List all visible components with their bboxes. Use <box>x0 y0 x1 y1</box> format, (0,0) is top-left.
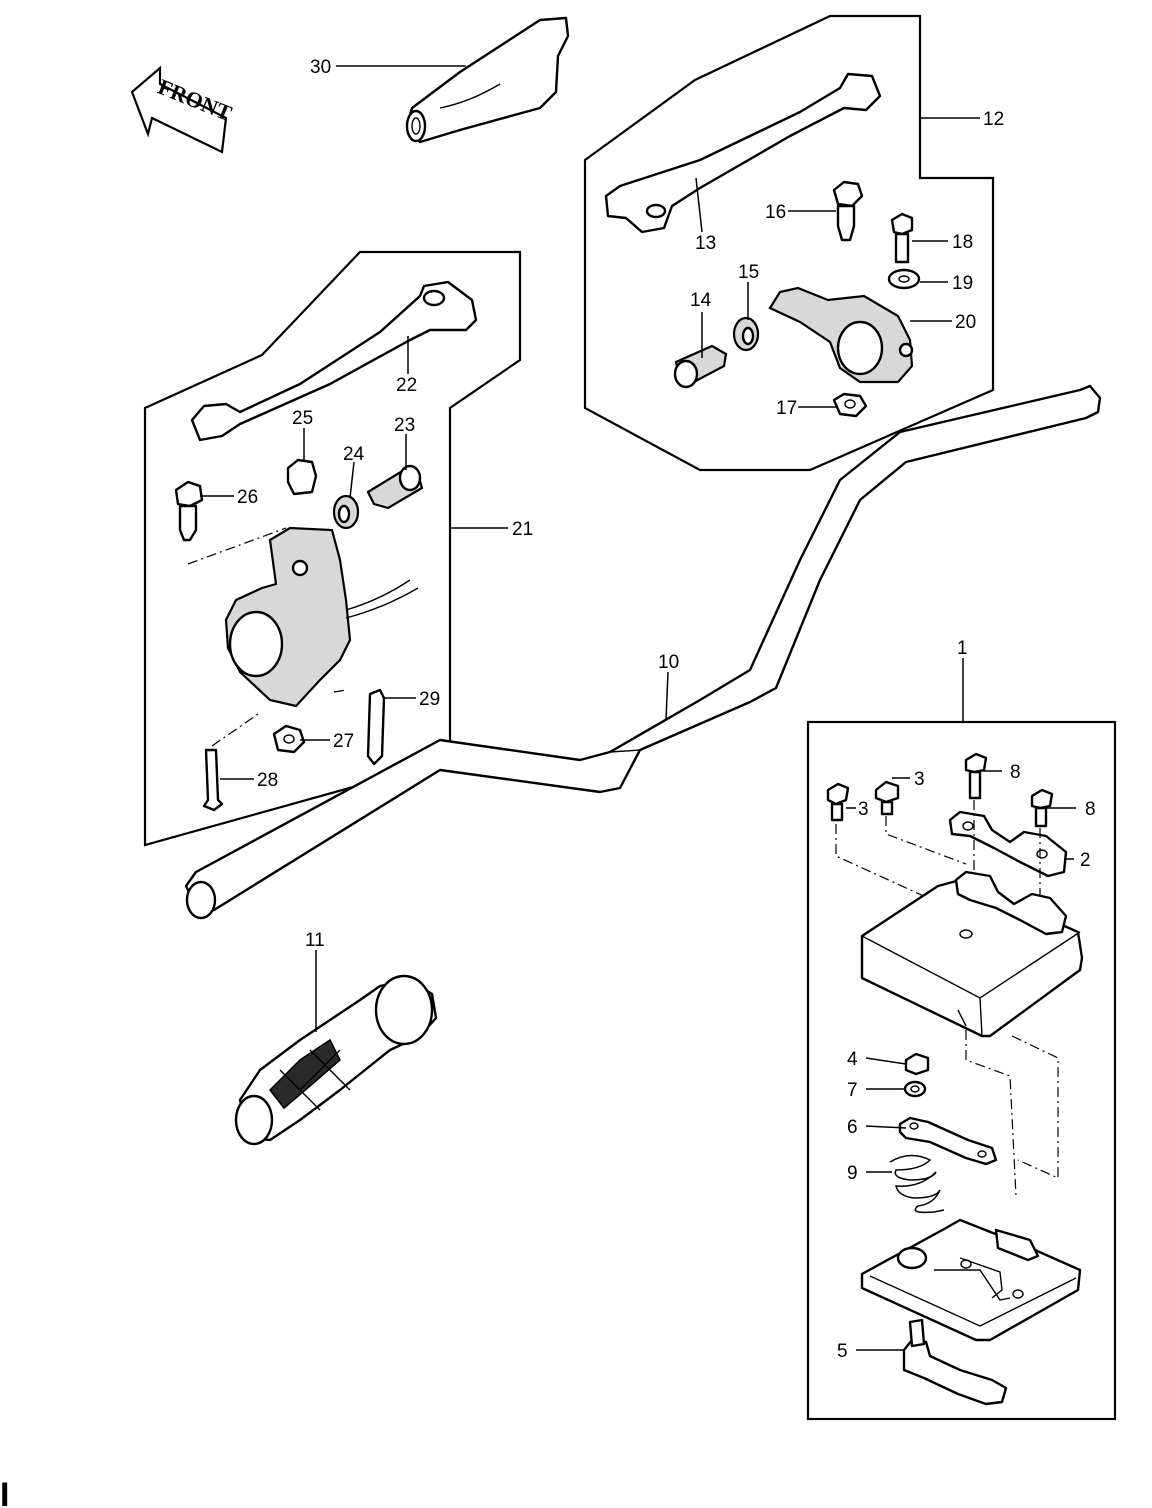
adjuster-14 <box>673 344 728 389</box>
brake-lever-13 <box>604 72 882 234</box>
callout-28: 28 <box>257 770 278 791</box>
callout-14: 14 <box>690 290 712 311</box>
plate-6 <box>898 1116 998 1166</box>
callout-15: 15 <box>738 262 759 283</box>
callout-4: 4 <box>847 1049 858 1070</box>
callout-11: 11 <box>305 930 325 951</box>
bolt-26 <box>174 480 204 542</box>
clutch-lever-22 <box>190 280 478 442</box>
callout-5: 5 <box>837 1341 848 1362</box>
spring-9 <box>889 1154 945 1214</box>
locknut-24 <box>332 494 360 530</box>
callout-8-a: 8 <box>1010 762 1021 783</box>
callout-22: 22 <box>396 375 417 396</box>
grip-11 <box>234 974 438 1146</box>
callout-3-a: 3 <box>858 799 869 820</box>
callout-9: 9 <box>847 1163 858 1184</box>
bracket-5 <box>902 1318 1008 1406</box>
dash-line-f <box>1011 1035 1059 1179</box>
group-box-1 <box>806 720 1117 1421</box>
screw-28 <box>202 748 224 812</box>
callout-17: 17 <box>776 398 797 419</box>
dash-line-a <box>835 824 951 909</box>
base-plate <box>860 1218 1082 1342</box>
dash-line-b <box>885 816 967 865</box>
callout-29: 29 <box>419 689 440 710</box>
switch-housing <box>187 526 419 747</box>
throttle-housing-30 <box>405 16 570 144</box>
callout-20: 20 <box>955 312 976 333</box>
locknut-15 <box>732 316 760 352</box>
callout-7: 7 <box>847 1080 858 1101</box>
bolt-8-b <box>1030 788 1054 828</box>
front-arrow-label: FRONT <box>155 74 236 126</box>
callout-labels: 30 12 13 16 18 19 20 14 15 17 21 22 23 2… <box>237 57 1096 1362</box>
callout-13: 13 <box>695 233 716 254</box>
screw-29 <box>366 688 386 766</box>
callout-8-b: 8 <box>1085 799 1096 820</box>
callout-24: 24 <box>343 444 365 465</box>
cover <box>860 870 1084 1038</box>
clamp-2 <box>948 810 1068 878</box>
callout-19: 19 <box>952 273 973 294</box>
callout-12: 12 <box>983 109 1004 130</box>
nut-27 <box>272 724 306 754</box>
callout-1: 1 <box>957 638 968 659</box>
callout-18: 18 <box>952 232 973 253</box>
callout-23: 23 <box>394 415 415 436</box>
bolt-8-a <box>964 752 988 800</box>
washer-19-hole <box>898 275 910 283</box>
callout-16: 16 <box>765 202 786 223</box>
callout-27: 27 <box>333 731 354 752</box>
screw-3-b <box>874 780 900 816</box>
callout-2: 2 <box>1080 850 1091 871</box>
bolt-18 <box>890 212 914 264</box>
callout-30: 30 <box>310 57 331 78</box>
front-arrow: FRONT <box>130 65 236 154</box>
handlebar-10 <box>184 384 1102 920</box>
group-outline-21 <box>143 250 522 847</box>
callout-3-b: 3 <box>914 769 925 790</box>
washer-7 <box>903 1080 927 1098</box>
dash-line-e <box>965 1030 1017 1197</box>
bolt-16 <box>832 180 864 242</box>
cap-25 <box>286 458 318 496</box>
callout-10: 10 <box>658 652 679 673</box>
nut-4 <box>904 1052 930 1076</box>
screw-3-a <box>826 782 850 822</box>
callout-26: 26 <box>237 487 258 508</box>
callout-6: 6 <box>847 1117 858 1138</box>
leader-lines <box>200 65 1076 1351</box>
page-edge-mark: I <box>0 1476 9 1508</box>
callout-25: 25 <box>292 408 313 429</box>
lever-holder-20 <box>768 286 914 384</box>
washer-19 <box>887 268 921 290</box>
adjuster-23 <box>366 464 424 510</box>
callout-21: 21 <box>512 519 533 540</box>
nut-17 <box>832 392 868 418</box>
group-outline-12 <box>583 14 995 472</box>
